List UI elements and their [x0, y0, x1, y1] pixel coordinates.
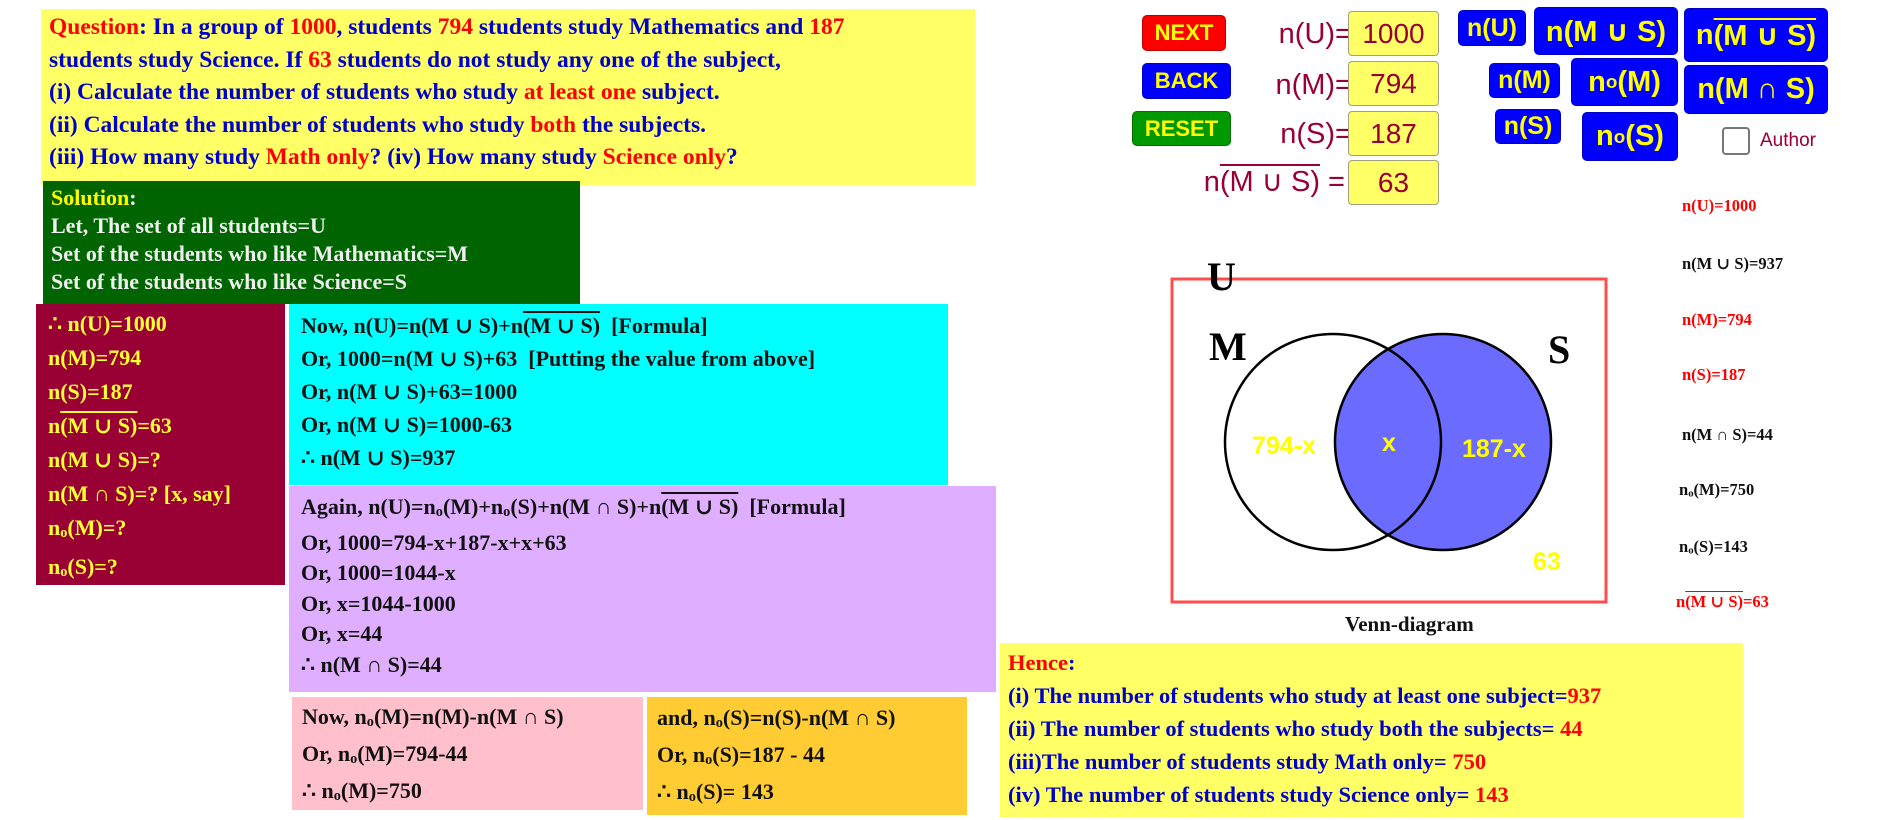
question-line-5: (iii) How many study Math only? (iv) How… [49, 144, 738, 170]
given-line: ∴ n(U)=1000 [48, 311, 167, 336]
universe-frame [1170, 277, 1608, 604]
side-n-intersection: n(M ∩ S)=44 [1682, 425, 1773, 444]
venn-diagram: U M S 794-x x 187-x 63 [1170, 254, 1608, 604]
solution-line: Let, The set of all students=U [51, 213, 326, 238]
back-button[interactable]: BACK [1142, 63, 1231, 99]
given-line: n(M ∪ S)=? [48, 447, 161, 472]
n-m-label: n(M)= [1275, 69, 1352, 101]
given-line: n(M ∩ S)=? [x, say] [48, 481, 231, 506]
derivation-line: Now, no(M)=n(M)-n(M ∩ S) [302, 704, 564, 731]
side-n-m: n(M)=794 [1682, 310, 1752, 329]
question-line-2: students study Science. If 63 students d… [49, 46, 781, 73]
question-line-1: Question: In a group of 1000, students 7… [49, 14, 845, 40]
answer-item: (i) The number of students who study at … [1008, 683, 1602, 708]
derivation-line: Or, x=1044-1000 [301, 590, 456, 616]
derivation-line: Or, no(S)=187 - 44 [657, 742, 825, 769]
derivation-line: and, no(S)=n(S)-n(M ∩ S) [657, 705, 896, 732]
next-button[interactable]: NEXT [1142, 15, 1226, 51]
reset-button[interactable]: RESET [1132, 111, 1231, 146]
derivation-line: ∴ no(M)=750 [302, 778, 422, 805]
side-n-union: n(M ∪ S)=937 [1682, 254, 1784, 273]
toggle-n-complement-button[interactable]: n(M ∪ S) [1684, 8, 1828, 62]
side-n-u: n(U)=1000 [1682, 196, 1757, 215]
n-s-input[interactable]: 187 [1348, 111, 1439, 156]
checkbox-icon[interactable] [1722, 127, 1750, 155]
n-m-input[interactable]: 794 [1348, 61, 1439, 106]
toggle-n-intersection-button[interactable]: n(M ∩ S) [1684, 65, 1828, 114]
answer-item: (iii)The number of students study Math o… [1008, 749, 1487, 774]
set-m-circle [1223, 332, 1443, 552]
toggle-n-s-button[interactable]: n(S) [1495, 109, 1561, 144]
s-only-region-label: 187-x [1462, 435, 1526, 463]
toggle-n-u-button[interactable]: n(U) [1458, 10, 1526, 46]
universe-label: U [1207, 254, 1236, 299]
set-s-circle [1333, 332, 1553, 552]
n-complement-input[interactable]: 63 [1348, 160, 1439, 205]
derivation-line: Now, n(U)=n(M ∪ S)+n(M ∪ S) [Formula] [301, 313, 708, 338]
given-line: n(M ∪ S)=63 [48, 413, 172, 438]
side-n-s: n(S)=187 [1682, 365, 1746, 384]
n-u-label: n(U)= [1278, 18, 1352, 50]
derivation-line: Or, 1000=n(M ∪ S)+63 [Putting the value … [301, 346, 816, 371]
question-panel: Question: In a group of 1000, students 7… [41, 9, 975, 185]
given-line: no(M)=? [48, 515, 127, 542]
intersection-derivation-panel: Again, n(U)=no(M)+no(S)+n(M ∩ S)+n(M ∪ S… [289, 486, 996, 692]
answers-panel: Hence: (i) The number of students who st… [1000, 643, 1743, 817]
set-s-region [1335, 334, 1551, 550]
solution-title: Solution: [51, 185, 137, 210]
set-s-label: S [1548, 327, 1570, 372]
math-only-panel: Now, no(M)=n(M)-n(M ∩ S) Or, no(M)=794-4… [292, 697, 643, 810]
union-derivation-panel: Now, n(U)=n(M ∪ S)+n(M ∪ S) [Formula] Or… [289, 304, 948, 485]
question-line-4: (ii) Calculate the number of students wh… [49, 111, 706, 138]
given-line: n(S)=187 [48, 379, 133, 404]
toggle-n-m-button[interactable]: n(M) [1489, 63, 1560, 98]
derivation-line: Again, n(U)=no(M)+no(S)+n(M ∩ S)+n(M ∪ S… [301, 494, 846, 521]
given-line: n(M)=794 [48, 345, 142, 370]
question-line-3: (i) Calculate the number of students who… [49, 79, 720, 105]
n-u-input[interactable]: 1000 [1348, 11, 1439, 56]
derivation-line: Or, n(M ∪ S)=1000-63 [301, 412, 513, 437]
derivation-line: ∴ no(S)= 143 [657, 779, 774, 806]
givens-panel: ∴ n(U)=1000 n(M)=794 n(S)=187 n(M ∪ S)=6… [36, 304, 285, 585]
derivation-line: Or, 1000=1044-x [301, 560, 456, 586]
author-checkbox[interactable]: Author [1722, 127, 1816, 155]
n-s-label: n(S)= [1280, 118, 1352, 150]
author-label: Author [1760, 130, 1816, 151]
derivation-line: Or, x=44 [301, 621, 383, 647]
set-m-label: M [1209, 324, 1247, 369]
venn-caption: Venn-diagram [1345, 612, 1474, 636]
science-only-panel: and, no(S)=n(S)-n(M ∩ S) Or, no(S)=187 -… [647, 697, 967, 815]
intersection-region-label: x [1382, 429, 1396, 457]
m-only-region-label: 794-x [1252, 432, 1316, 460]
side-no-m: no(M)=750 [1679, 480, 1755, 500]
toggle-n-union-button[interactable]: n(M ∪ S) [1534, 7, 1678, 55]
given-line: no(S)=? [48, 554, 118, 581]
derivation-line: Or, n(M ∪ S)+63=1000 [301, 379, 518, 404]
solution-line: Set of the students who like Science=S [51, 269, 407, 294]
derivation-line: ∴ n(M ∪ S)=937 [301, 445, 456, 470]
derivation-line: ∴ n(M ∩ S)=44 [301, 651, 442, 677]
solution-panel: Solution: Let, The set of all students=U… [43, 181, 580, 304]
outside-region-label: 63 [1533, 548, 1561, 576]
derivation-line: Or, 1000=794-x+187-x+x+63 [301, 529, 567, 555]
answer-item: (ii) The number of students who study bo… [1008, 716, 1583, 741]
answer-item: (iv) The number of students study Scienc… [1008, 782, 1509, 807]
side-no-s: no(S)=143 [1679, 537, 1748, 557]
answers-title: Hence: [1008, 650, 1076, 675]
derivation-line: Or, no(M)=794-44 [302, 741, 468, 768]
side-n-complement: n(M ∪ S)=63 [1676, 592, 1769, 611]
n-complement-label: n(M ∪ S) = [1203, 166, 1345, 198]
solution-line: Set of the students who like Mathematics… [51, 241, 469, 266]
